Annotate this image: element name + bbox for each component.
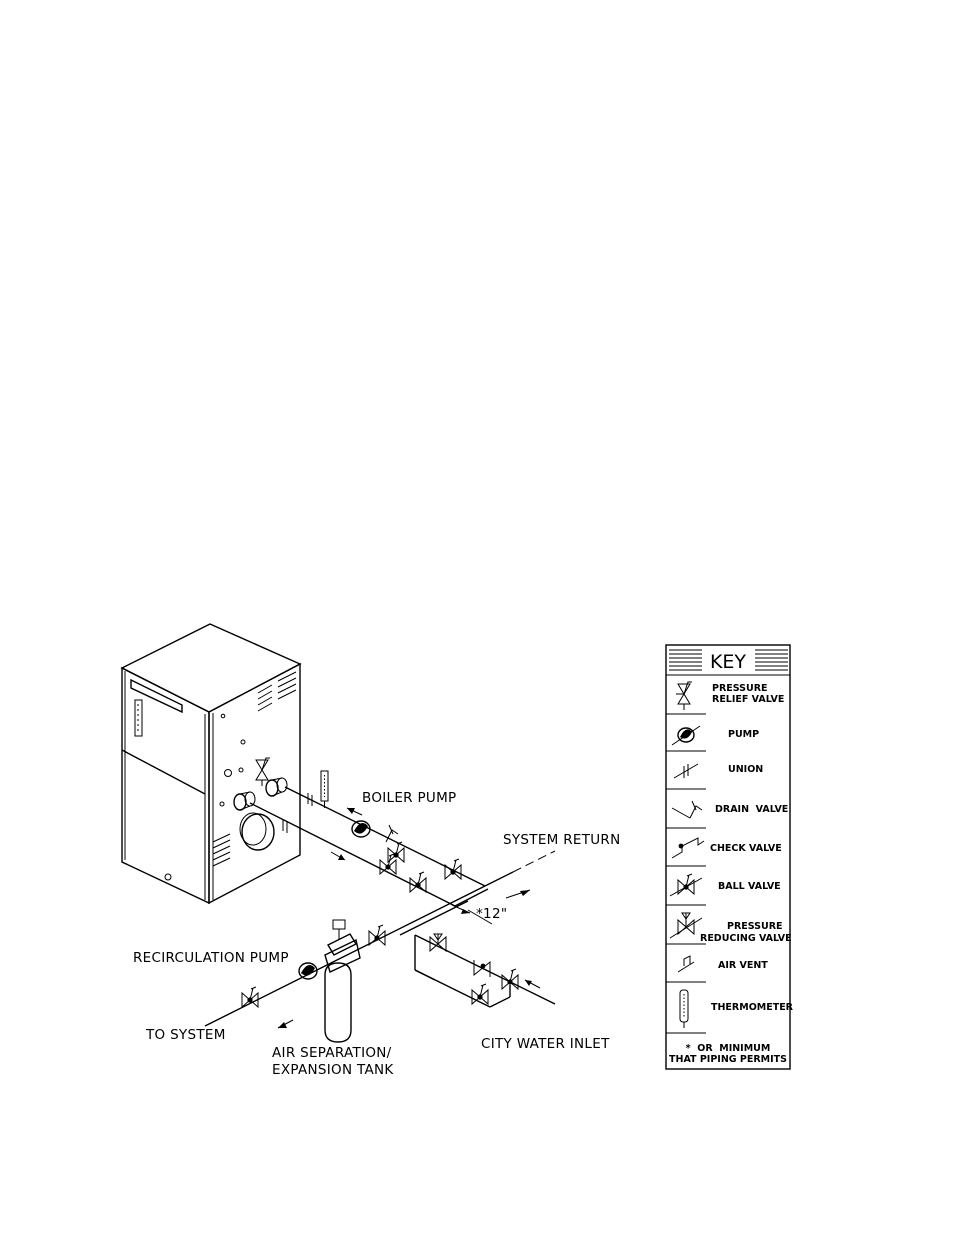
key-label-pressure-reducing-1: PRESSURE bbox=[727, 921, 783, 932]
pressure-reducing-valve-icon bbox=[670, 913, 702, 938]
key-label-thermometer: THERMOMETER bbox=[711, 1002, 794, 1013]
key-label-ball-valve: BALL VALVE bbox=[718, 881, 781, 892]
key-footnote-2: THAT PIPING PERMITS bbox=[669, 1054, 787, 1065]
expansion-tank-label: EXPANSION TANK bbox=[272, 1062, 394, 1078]
pressure-relief-valve-icon bbox=[676, 682, 692, 710]
ball-valve-icon bbox=[445, 859, 461, 879]
pump-icon bbox=[352, 821, 370, 837]
check-valve-icon bbox=[474, 960, 490, 977]
thermometer-icon bbox=[321, 771, 328, 808]
recirculation-pump-label: RECIRCULATION PUMP bbox=[133, 950, 289, 966]
ball-valve-icon bbox=[472, 984, 488, 1004]
pump-icon bbox=[672, 726, 700, 745]
key-label-pressure-reducing-2: REDUCING VALVE bbox=[700, 933, 792, 944]
flow-arrow-icon bbox=[331, 852, 345, 860]
key-label-union: UNION bbox=[728, 764, 763, 775]
vent-grille bbox=[213, 672, 296, 866]
dimension-label: *12" bbox=[476, 906, 507, 922]
air-vent-icon bbox=[333, 920, 345, 929]
to-system-label: TO SYSTEM bbox=[145, 1027, 226, 1043]
key-label-pressure-relief-2: RELIEF VALVE bbox=[712, 694, 784, 705]
key-label-check-valve: CHECK VALVE bbox=[710, 843, 782, 854]
ball-valve-icon bbox=[670, 874, 702, 896]
system-return-label: SYSTEM RETURN bbox=[503, 832, 621, 848]
flow-arrow-icon bbox=[525, 980, 540, 988]
union-icon bbox=[674, 764, 698, 778]
flow-arrow-icon bbox=[347, 808, 362, 815]
air-separation-label: AIR SEPARATION/ bbox=[272, 1045, 392, 1061]
ball-valve-icon bbox=[410, 872, 426, 892]
city-water-inlet-label: CITY WATER INLET bbox=[481, 1036, 610, 1052]
key-label-drain-valve: DRAIN VALVE bbox=[715, 804, 788, 815]
key-label-air-vent: AIR VENT bbox=[718, 960, 768, 971]
drain-valve-icon bbox=[672, 801, 702, 818]
check-valve-icon bbox=[672, 838, 704, 858]
boiler-pump-label: BOILER PUMP bbox=[362, 790, 456, 806]
air-separation-expansion-tank bbox=[325, 920, 360, 1042]
key-legend: KEY bbox=[666, 645, 794, 1069]
key-title: KEY bbox=[710, 651, 746, 673]
boiler-unit bbox=[122, 624, 300, 903]
ball-valve-icon bbox=[369, 925, 385, 945]
key-label-pressure-relief-1: PRESSURE bbox=[712, 683, 768, 694]
key-label-pump: PUMP bbox=[728, 729, 759, 740]
pressure-reducing-valve-icon bbox=[430, 934, 446, 951]
thermometer-icon bbox=[680, 990, 688, 1028]
key-footnote-1: * OR MINIMUM bbox=[686, 1043, 771, 1054]
air-vent-icon bbox=[678, 956, 694, 972]
flow-arrow-icon bbox=[278, 1020, 293, 1028]
